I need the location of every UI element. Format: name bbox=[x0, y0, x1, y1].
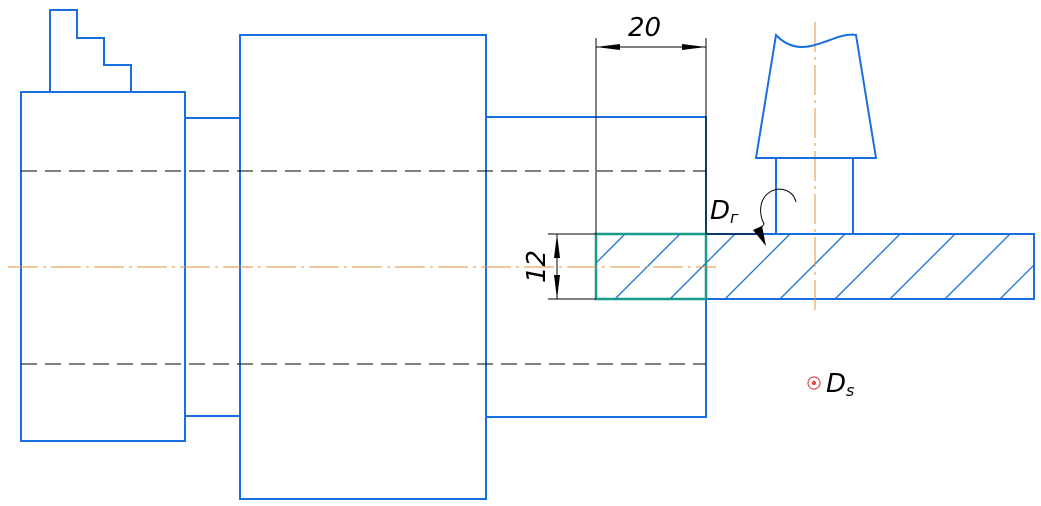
feed-direction-icon bbox=[807, 376, 821, 390]
dimension-depth: 12 bbox=[522, 233, 596, 300]
cutting-tool bbox=[754, 32, 878, 234]
dimension-length: 20 bbox=[595, 13, 707, 234]
feed-motion-label: Ds bbox=[826, 369, 854, 400]
hatch-line bbox=[834, 234, 901, 299]
workpiece-section bbox=[595, 233, 1035, 300]
primary-motion-label: Dг bbox=[710, 196, 739, 227]
hatch-line bbox=[889, 234, 956, 299]
hatch-line bbox=[944, 234, 1011, 299]
hatch-line bbox=[779, 234, 846, 299]
dimension-length-label: 20 bbox=[628, 13, 661, 43]
workpiece-body-lower bbox=[486, 299, 707, 418]
dimension-depth-label: 12 bbox=[522, 250, 552, 283]
hatch-line bbox=[999, 264, 1034, 299]
chuck-jaw bbox=[49, 9, 132, 92]
hatch-line bbox=[724, 234, 791, 299]
rotation-arrow-icon bbox=[753, 188, 797, 246]
hatch-line bbox=[595, 234, 626, 265]
